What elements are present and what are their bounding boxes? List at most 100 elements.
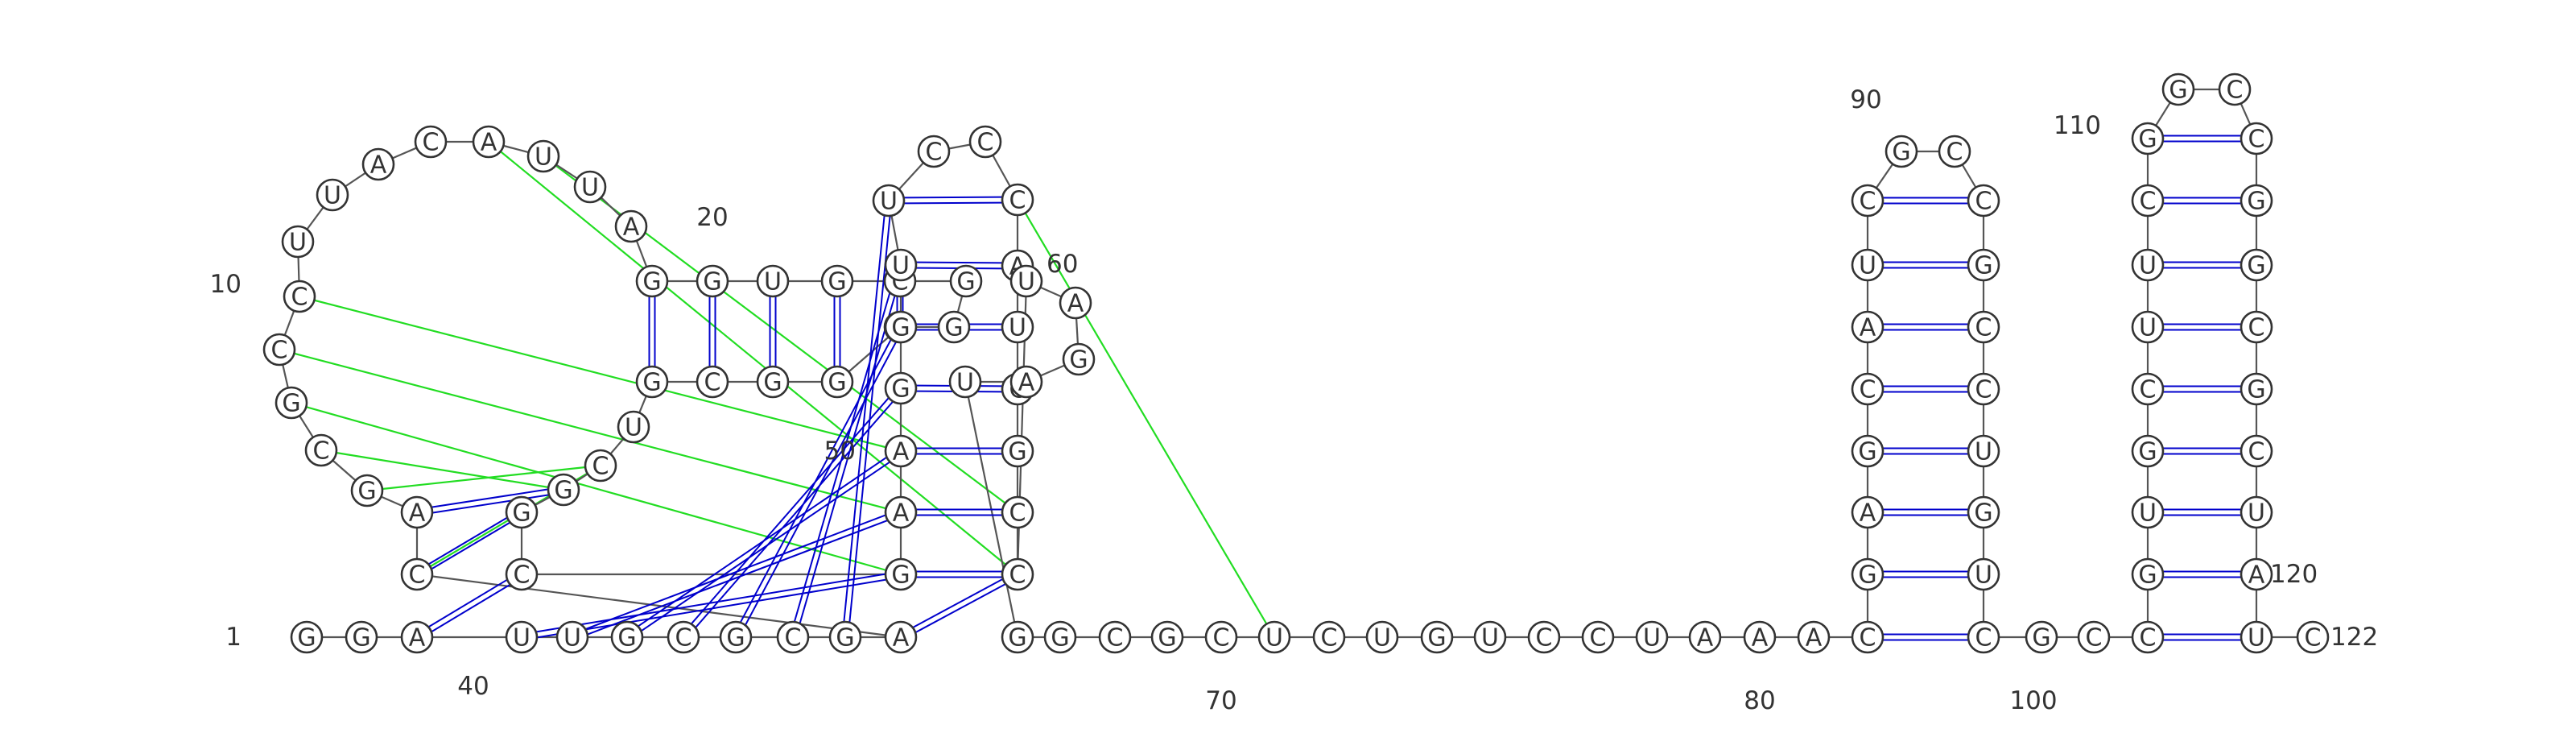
nucleotide-letter: U (324, 182, 341, 210)
nucleotide-letter: G (2032, 624, 2050, 652)
nucleotide-letter: G (642, 369, 661, 397)
nucleotide-circle (635, 264, 669, 298)
nucleotide-circle (968, 125, 1002, 159)
nucleotide-letter: C (2140, 376, 2157, 404)
base-pair-line (888, 196, 1018, 199)
nucleotide-16: G (275, 386, 308, 420)
nucleotide-letter: C (2140, 624, 2157, 652)
nucleotide-letter: G (1427, 624, 1446, 652)
nucleotide-circle (526, 139, 560, 173)
nucleotide-letter: G (763, 369, 782, 397)
nucleotide-letter: G (2169, 77, 2187, 105)
nucleotide-letter: G (1158, 624, 1176, 652)
nucleotide-94: C (1967, 372, 2000, 406)
nucleotide-101: C (2131, 620, 2165, 654)
nucleotide-letter: G (703, 268, 721, 296)
base-pair-line (418, 514, 524, 578)
nucleotide-letter: U (956, 369, 974, 397)
nucleotide-78: A (1688, 620, 1722, 654)
nucleotide-letter: C (926, 139, 943, 167)
nucleotide-letter: C (1975, 188, 1992, 216)
nucleotide-letter: G (1008, 624, 1026, 652)
nucleotide-letter: C (2248, 126, 2265, 154)
nucleotide-64: U (948, 365, 982, 399)
nucleotide-circle (547, 473, 580, 507)
nucleotide-letter: C (1009, 561, 1026, 590)
nucleotide-71: C (1312, 620, 1346, 654)
nucleotide-2: G (345, 620, 378, 654)
nucleotide-97: U (1967, 557, 2000, 591)
nucleotide-10: G (828, 620, 862, 654)
nucleotide-letter: C (1860, 188, 1876, 216)
nucleotide-81: C (1851, 620, 1885, 654)
position-label: 80 (1744, 686, 1775, 715)
nucleotide-96: G (1967, 495, 2000, 529)
nucleotide-circle (400, 557, 434, 591)
nucleotide-letter: A (1860, 314, 1876, 342)
nucleotide-circle (1851, 310, 1885, 344)
base-pair-line (737, 328, 904, 640)
nucleotide-letter: G (828, 268, 846, 296)
nucleotide-letter: U (2248, 624, 2265, 652)
nucleotide-67: C (1098, 620, 1132, 654)
nucleotide-letter: G (1069, 346, 1088, 375)
nucleotide-letter: G (352, 624, 370, 652)
nucleotide-circle (262, 333, 296, 367)
nucleotide-38: G (635, 365, 669, 399)
tertiary-interaction-line (366, 464, 601, 492)
nucleotide-letter: G (1008, 438, 1026, 466)
nucleotide-circle (884, 557, 918, 591)
nucleotide-circle (776, 620, 810, 654)
nucleotide-92: G (1967, 248, 2000, 282)
nucleotide-32: G (949, 264, 983, 298)
position-label: 1 (225, 623, 242, 652)
nucleotide-circle (2240, 122, 2273, 155)
nucleotide-letter: U (289, 229, 307, 257)
nucleotide-circle (884, 248, 918, 282)
position-label: 70 (1205, 686, 1236, 715)
nucleotide-40: C (584, 449, 617, 483)
nucleotide-letter: C (1590, 624, 1607, 652)
tertiary-interaction-line (299, 295, 902, 453)
nucleotide-circle (1001, 557, 1034, 591)
nucleotide-circle (1688, 620, 1722, 654)
nucleotide-17: C (262, 333, 296, 367)
nucleotide-12: C (400, 557, 434, 591)
tertiary-interaction-line (488, 141, 1018, 575)
base-pair-line (572, 514, 902, 641)
nucleotide-circle (472, 125, 506, 159)
base-pair-line (789, 263, 899, 637)
nucleotide-69: C (1204, 620, 1238, 654)
nucleotide-45: A (884, 495, 918, 529)
nucleotide-letter: C (514, 561, 530, 590)
nucleotide-circle (1851, 248, 1885, 282)
nucleotide-circle (1967, 434, 2000, 468)
nucleotide-letter: C (2227, 77, 2244, 105)
nucleotide-51: C (917, 135, 951, 168)
nucleotide-circle (1967, 310, 2000, 344)
nucleotide-circle (1743, 620, 1777, 654)
nucleotide-43: C (505, 557, 539, 591)
nucleotide-letter: G (357, 478, 376, 506)
nucleotide-letter: G (554, 477, 572, 505)
nucleotide-70: U (1257, 620, 1291, 654)
nucleotide-circle (1001, 310, 1034, 344)
base-pair-line (415, 509, 521, 573)
nucleotide-letter: G (944, 314, 963, 342)
nucleotide-109: G (2131, 122, 2165, 155)
nucleotide-letter: C (2140, 188, 2157, 216)
nucleotide-letter: G (836, 624, 854, 652)
nucleotide-circle (1150, 620, 1184, 654)
nucleotide-91: C (1967, 184, 2000, 217)
nucleotide-letter: G (642, 268, 661, 296)
nucleotide-letter: U (892, 252, 910, 280)
nucleotide-63: A (1009, 365, 1043, 399)
nucleotide-25: U (573, 170, 607, 204)
nucleotide-letter: A (1697, 624, 1714, 652)
nucleotide-39: U (617, 410, 650, 444)
nucleotide-86: A (1851, 310, 1885, 344)
nucleotide-letter: G (297, 624, 316, 652)
nucleotide-37: C (696, 365, 729, 399)
nucleotide-circle (1257, 620, 1291, 654)
nucleotide-letter: U (1373, 624, 1391, 652)
